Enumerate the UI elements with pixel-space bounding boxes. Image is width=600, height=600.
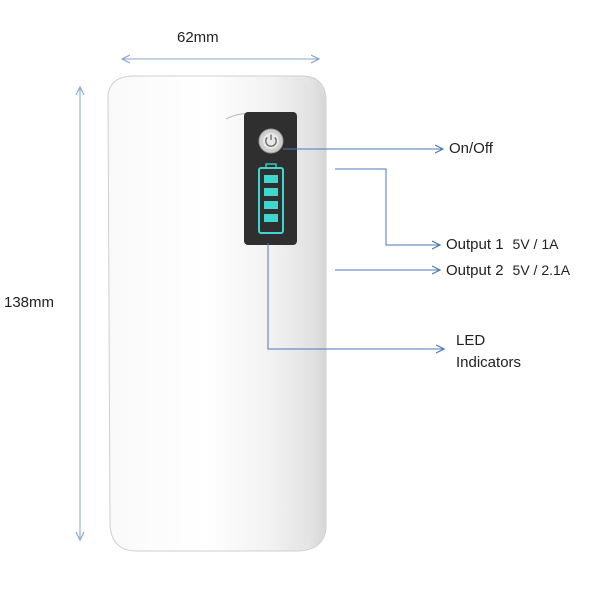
battery-level-bar <box>264 214 278 222</box>
output2-spec: 5V / 2.1A <box>512 262 571 278</box>
output1-callout-line <box>335 168 440 245</box>
battery-level-bar <box>264 201 278 209</box>
output1-spec: 5V / 1A <box>512 236 559 252</box>
height-dimension-label: 138mm <box>4 294 55 311</box>
on-off-label: On/Off <box>449 140 493 157</box>
power-bank-side-face <box>300 77 325 550</box>
width-dimension-label: 62mm <box>177 29 219 46</box>
battery-icon <box>258 163 284 234</box>
battery-level-bar <box>264 175 278 183</box>
output1-label: Output 1 5V / 1A <box>446 236 558 253</box>
battery-level-bar <box>264 188 278 196</box>
output2-label: Output 2 5V / 2.1A <box>446 262 570 279</box>
output2-name: Output 2 <box>446 262 504 279</box>
led-label-line2: Indicators <box>456 354 522 371</box>
led-callout-line <box>267 243 444 349</box>
output1-name: Output 1 <box>446 236 504 253</box>
power-icon[interactable] <box>258 128 284 154</box>
led-indicators-label: LED Indicators <box>456 330 521 374</box>
power-bank <box>107 75 327 552</box>
led-label-line1: LED <box>456 332 486 349</box>
